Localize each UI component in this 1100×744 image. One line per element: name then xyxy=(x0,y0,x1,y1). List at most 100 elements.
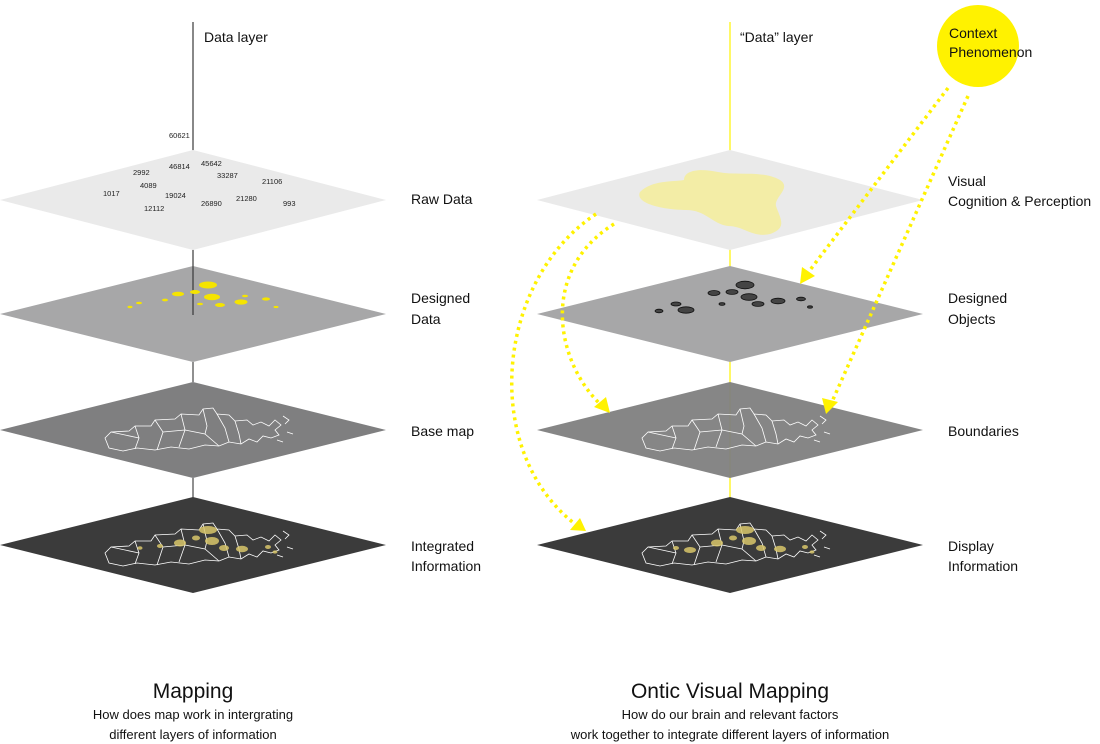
arrow-head xyxy=(800,267,815,284)
designed-objects-plane xyxy=(537,266,923,362)
object-circle xyxy=(796,296,806,302)
left-layer-label: Data xyxy=(411,311,441,327)
integrated-symbol xyxy=(157,544,163,548)
raw-data-numbers: 60621 46814 45642 2992 33287 4089 21106 … xyxy=(103,131,296,213)
data-dot xyxy=(190,290,200,294)
raw-number: 60621 xyxy=(169,131,190,140)
right-layer-label: Cognition & Perception xyxy=(948,193,1091,209)
display-symbols xyxy=(673,526,815,554)
display-symbol xyxy=(729,535,737,541)
object-circle xyxy=(770,297,786,305)
integrated-symbols xyxy=(137,526,278,554)
arrow-head xyxy=(594,397,610,413)
right-subtitle-line2: work together to integrate different lay… xyxy=(570,727,889,742)
object-circle xyxy=(751,301,765,307)
raw-number: 993 xyxy=(283,199,296,208)
data-dot xyxy=(234,299,248,305)
raw-number: 1017 xyxy=(103,189,120,198)
display-symbol xyxy=(684,547,696,553)
raw-number: 45642 xyxy=(201,159,222,168)
data-dot xyxy=(273,305,279,309)
flow-arrow-perception-to-boundaries xyxy=(560,222,615,406)
raw-number: 46814 xyxy=(169,162,190,171)
left-layer-label: Information xyxy=(411,558,481,574)
data-dot xyxy=(215,303,225,307)
object-circle xyxy=(740,293,758,301)
raw-number: 12112 xyxy=(144,204,164,213)
integrated-symbol xyxy=(219,545,229,551)
object-circle xyxy=(677,306,695,314)
base-map-plane xyxy=(0,382,386,478)
left-layer-label: Raw Data xyxy=(411,191,473,207)
context-label-line1: Context xyxy=(949,25,997,41)
right-layer-label: Designed xyxy=(948,290,1007,306)
display-symbol xyxy=(802,545,808,549)
data-dot xyxy=(242,294,248,298)
perception-blob xyxy=(639,170,785,235)
arrow-head xyxy=(570,518,586,531)
context-label-line2: Phenomenon xyxy=(949,44,1032,60)
left-title: Mapping xyxy=(153,680,234,703)
left-layer-label: Base map xyxy=(411,423,474,439)
left-subtitle-line2: different layers of information xyxy=(109,727,276,742)
object-circle xyxy=(725,289,739,295)
display-symbol xyxy=(736,526,754,534)
right-layer-label: Objects xyxy=(948,311,995,327)
display-information-plane xyxy=(537,497,923,593)
context-phenomenon-circle xyxy=(937,5,1019,87)
object-circle xyxy=(707,290,721,296)
right-diagram: “Data” layer Context Phenomenon xyxy=(510,5,1091,742)
flow-arrow-perception-to-display xyxy=(510,212,597,526)
boundaries-plane xyxy=(537,382,923,478)
raw-number: 26890 xyxy=(201,199,222,208)
integrated-information-plane xyxy=(0,497,386,593)
data-dot xyxy=(262,297,270,301)
object-circle xyxy=(654,308,664,314)
right-layer-label: Visual xyxy=(948,173,986,189)
integrated-symbol xyxy=(265,545,271,549)
left-layer-label: Designed xyxy=(411,290,470,306)
raw-number: 21280 xyxy=(236,194,257,203)
flow-arrows xyxy=(510,86,970,526)
integrated-symbol xyxy=(174,539,186,547)
integrated-symbol xyxy=(272,550,278,554)
right-axis-label: “Data” layer xyxy=(740,29,813,45)
left-diagram: Data layer 60621 46814 45642 2992 33287 … xyxy=(0,22,481,742)
right-layer-label: Boundaries xyxy=(948,423,1019,439)
right-layer-label: Information xyxy=(948,558,1018,574)
designed-data-dots xyxy=(127,281,279,309)
object-circle xyxy=(735,280,755,290)
display-symbol xyxy=(756,545,766,551)
object-circle xyxy=(807,305,813,309)
integrated-symbol xyxy=(236,545,248,553)
data-dot xyxy=(162,298,168,302)
right-title: Ontic Visual Mapping xyxy=(631,680,829,703)
left-axis-label: Data layer xyxy=(204,29,268,45)
data-dot xyxy=(197,302,203,306)
data-dot xyxy=(136,301,142,305)
flow-arrow-context-to-boundaries xyxy=(829,95,970,405)
raw-number: 33287 xyxy=(217,171,238,180)
raw-number: 2992 xyxy=(133,168,150,177)
data-dot xyxy=(204,293,220,301)
left-subtitle-line1: How does map work in intergrating xyxy=(93,707,293,722)
object-circle xyxy=(670,301,682,307)
data-dot xyxy=(199,281,217,289)
raw-number: 19024 xyxy=(165,191,186,200)
display-symbol xyxy=(673,546,679,550)
right-subtitle-line1: How do our brain and relevant factors xyxy=(622,707,839,722)
object-circle xyxy=(718,302,726,306)
integrated-symbol xyxy=(199,526,217,534)
right-layer-label: Display xyxy=(948,538,994,554)
display-symbol xyxy=(742,537,756,545)
display-symbol xyxy=(711,539,723,547)
display-symbol xyxy=(774,545,786,553)
raw-number: 21106 xyxy=(262,177,282,186)
raw-number: 4089 xyxy=(140,181,157,190)
arrow-head xyxy=(822,398,838,414)
integrated-symbol xyxy=(205,537,219,545)
data-dot xyxy=(127,305,133,309)
integrated-symbol xyxy=(192,535,200,541)
raw-data-plane xyxy=(0,150,386,250)
